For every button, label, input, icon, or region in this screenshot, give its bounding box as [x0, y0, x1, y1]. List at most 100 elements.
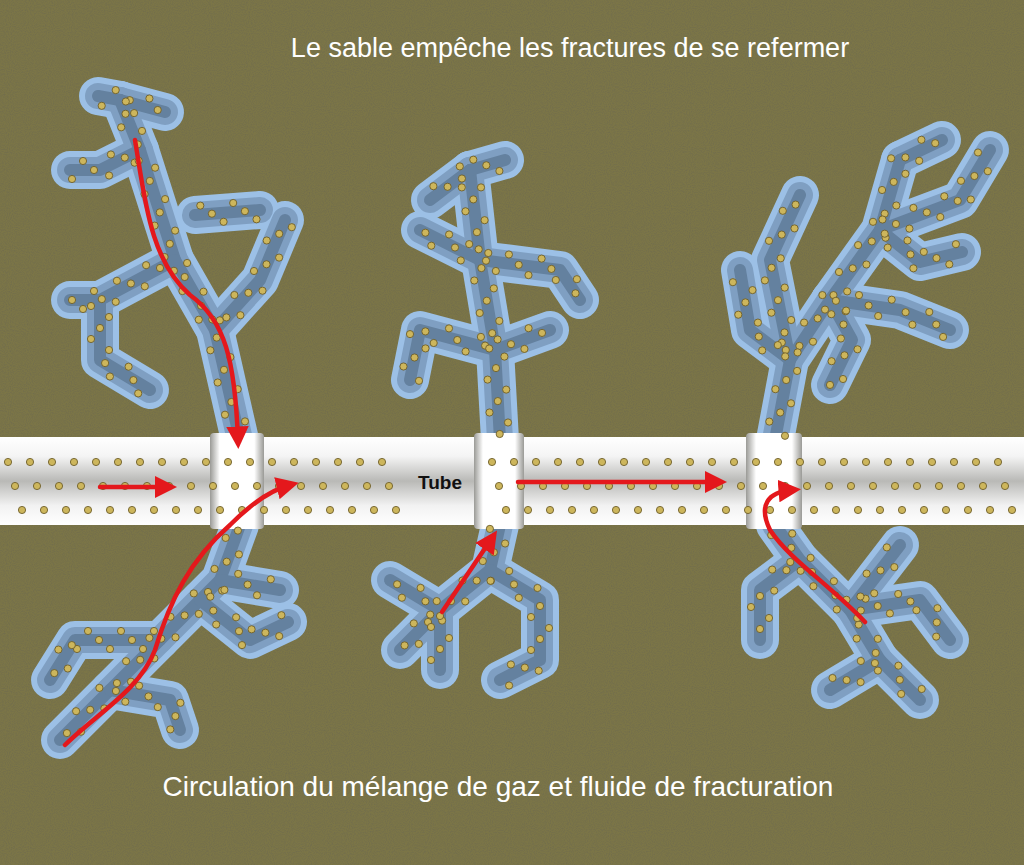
sand-grain — [979, 482, 986, 489]
sand-grain — [620, 458, 627, 465]
sand-grain — [984, 168, 991, 175]
sand-grain — [415, 377, 422, 384]
sand-grain — [221, 586, 228, 593]
fracture-branch — [880, 230, 962, 262]
sand-grain — [55, 482, 62, 489]
sand-grain — [454, 336, 461, 343]
sand-grain — [197, 202, 204, 209]
sand-grain — [378, 458, 385, 465]
sand-grain — [96, 324, 103, 331]
sand-grain — [427, 623, 434, 630]
sand-grain — [483, 162, 490, 169]
sand-grain — [490, 549, 497, 556]
title-box: Le sable empêche les fractures de se ref… — [291, 33, 849, 64]
sand-grain — [476, 309, 483, 316]
fracture-branch — [390, 580, 440, 610]
sand-grain — [51, 670, 58, 677]
sand-grain — [114, 458, 121, 465]
fracture-branch — [200, 600, 288, 640]
sand-grain — [525, 272, 532, 279]
sand-grain — [220, 366, 227, 373]
sand-grain — [167, 726, 174, 733]
fracture-branch — [195, 210, 260, 215]
sand-grain — [128, 636, 135, 643]
sand-grain — [268, 458, 275, 465]
sand-grain — [487, 577, 494, 584]
sand-grain — [794, 349, 801, 356]
sand-grain — [496, 430, 503, 437]
sand-grain — [902, 170, 909, 177]
sand-grain — [826, 381, 833, 388]
sand-grain — [117, 627, 124, 634]
sand-grain — [121, 154, 128, 161]
sand-grain — [506, 567, 513, 574]
sand-grain — [525, 325, 532, 332]
sand-grain — [849, 265, 856, 272]
sand-grain — [494, 336, 501, 343]
sand-grain — [986, 506, 993, 513]
sand-grain — [485, 249, 492, 256]
sand-grain — [253, 216, 260, 223]
sand-grain — [871, 590, 878, 597]
sand-grain — [904, 237, 911, 244]
sand-grain — [496, 317, 503, 324]
sand-grain — [422, 229, 429, 236]
sand-grain — [754, 319, 761, 326]
sand-grain — [855, 242, 862, 249]
sand-grain — [290, 458, 297, 465]
sand-grain — [774, 458, 781, 465]
sand-grain — [857, 593, 864, 600]
fracture-branch — [60, 525, 240, 740]
fracture-branch — [775, 160, 900, 440]
sand-grain — [507, 341, 514, 348]
sand-grain — [250, 267, 257, 274]
sand-grain — [487, 577, 494, 584]
sand-grain — [33, 482, 40, 489]
fracture-branch — [490, 570, 540, 680]
sand-grain — [505, 251, 512, 258]
sand-grain — [486, 409, 493, 416]
sand-grain — [855, 621, 862, 628]
sand-grain — [875, 312, 882, 319]
sand-grain — [833, 606, 840, 613]
sand-grain — [828, 311, 835, 318]
sand-grain — [492, 267, 499, 274]
sand-grain — [612, 506, 619, 513]
sand-grain — [891, 482, 898, 489]
fracture-branch — [430, 170, 470, 200]
sand-grain — [202, 458, 209, 465]
sand-grain — [267, 576, 274, 583]
sand-grain — [70, 458, 77, 465]
sand-grain — [545, 624, 552, 631]
sand-grain — [181, 612, 188, 619]
sand-grain — [195, 316, 202, 323]
sand-grain — [957, 177, 964, 184]
sand-grain — [73, 708, 80, 715]
sand-grain — [458, 175, 465, 182]
fracture-branch — [70, 150, 140, 170]
sand-grain — [920, 506, 927, 513]
sand-grain — [902, 309, 909, 316]
sand-grain — [187, 482, 194, 489]
fracture-branch — [430, 170, 470, 200]
sand-grain — [548, 265, 555, 272]
fracture-branch — [880, 660, 920, 700]
sand-grain — [700, 506, 707, 513]
sand-grain — [832, 297, 839, 304]
tube-pipe: Tube — [0, 437, 1024, 525]
sand-grain — [928, 458, 935, 465]
sand-grain — [26, 458, 33, 465]
sand-grain — [777, 409, 784, 416]
sand-grain — [276, 633, 283, 640]
sand-grain — [492, 365, 499, 372]
sand-grain — [172, 713, 179, 720]
sand-grain — [1008, 506, 1015, 513]
sand-grain — [954, 197, 961, 204]
sand-grain — [898, 506, 905, 513]
sand-grain — [200, 288, 207, 295]
sand-grain — [515, 594, 522, 601]
sand-grain — [801, 319, 808, 326]
sand-grain — [779, 207, 786, 214]
sand-grain — [484, 376, 491, 383]
